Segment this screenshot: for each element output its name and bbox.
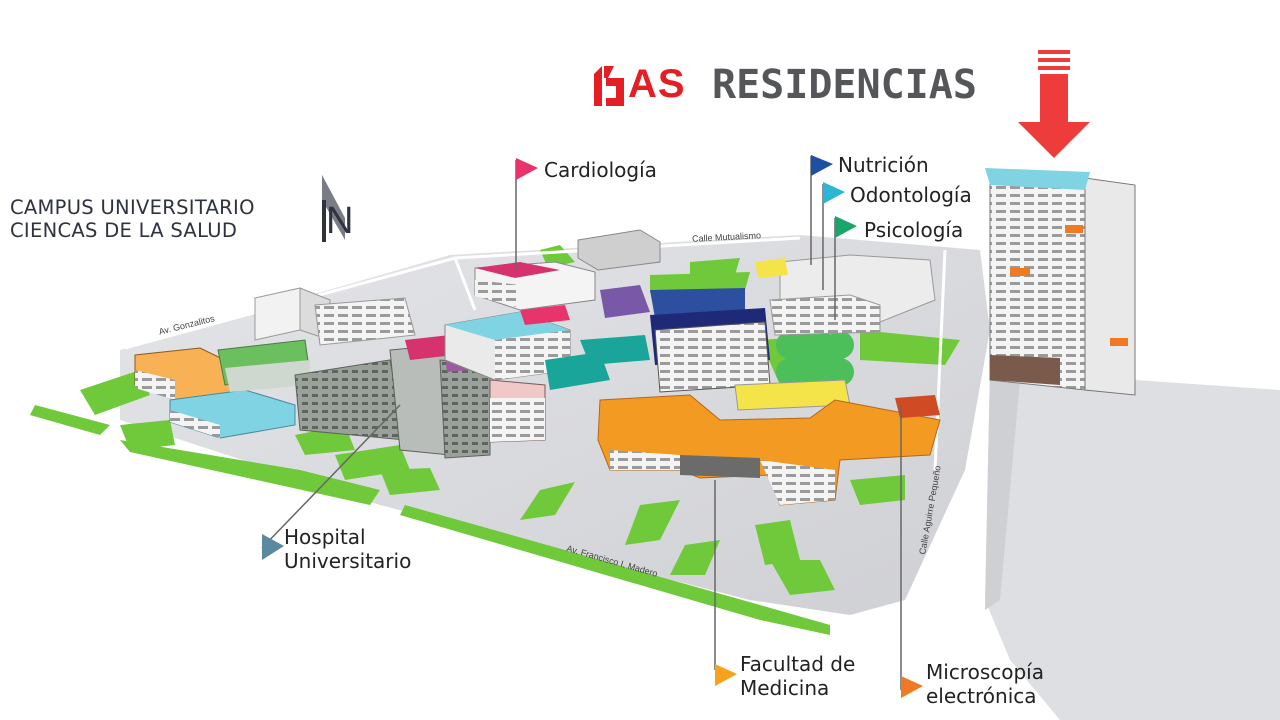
label-cardiologia: Cardiología xyxy=(544,158,657,182)
campus-title-line1: CAMPUS UNIVERSITARIO xyxy=(10,196,255,219)
facultad-building xyxy=(597,394,941,506)
label-psicologia: Psicología xyxy=(864,218,964,242)
right-buildings xyxy=(755,254,936,336)
label-facultad: Facultad de Medicina xyxy=(740,652,856,700)
north-arrow-icon xyxy=(322,175,345,242)
flags xyxy=(262,155,923,698)
label-odontologia: Odontología xyxy=(850,183,972,207)
brand-mark-icon xyxy=(594,66,624,106)
north-label: N xyxy=(326,200,354,242)
brand-prefix: AS xyxy=(628,62,686,106)
center-buildings xyxy=(444,229,851,411)
campus-title: CAMPUS UNIVERSITARIO CIENCAS DE LA SALUD xyxy=(10,196,255,242)
left-buildings xyxy=(134,287,416,439)
label-hospital: Hospital Universitario xyxy=(284,525,412,573)
residencias-tower xyxy=(985,168,1136,396)
brand-logo: AS RESIDENCIAS xyxy=(594,62,1014,110)
campus-title-line2: CIENCAS DE LA SALUD xyxy=(10,219,238,242)
brand-name: RESIDENCIAS xyxy=(712,62,977,108)
label-microscopia: Microscopía electrónica xyxy=(926,660,1044,708)
down-arrow-icon xyxy=(1018,50,1090,158)
label-nutricion: Nutrición xyxy=(838,153,929,177)
